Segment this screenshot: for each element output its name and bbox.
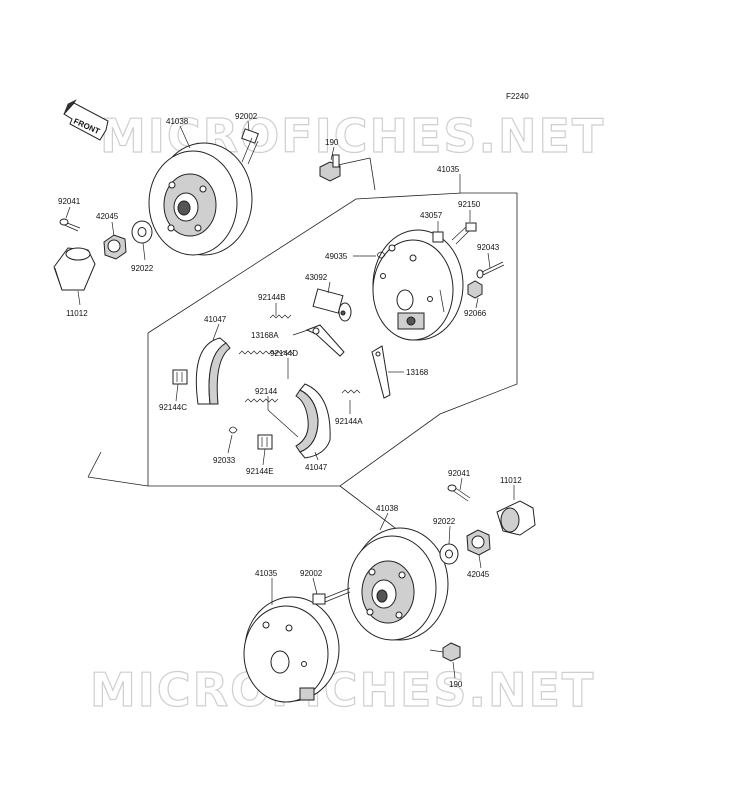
bolt-190-top xyxy=(319,154,341,182)
bolt-92150 xyxy=(451,222,477,245)
label-43057: 43057 xyxy=(420,211,443,220)
cotter-pin-92041-left xyxy=(59,218,81,232)
label-41035-bottom: 41035 xyxy=(255,569,278,578)
label-41038-top: 41038 xyxy=(166,117,189,126)
wheel-cylinder-43092 xyxy=(312,288,352,322)
dust-cap-11012-left xyxy=(53,247,96,291)
label-42045-right: 42045 xyxy=(467,570,490,579)
spring-retainer-92144C xyxy=(172,369,188,385)
clip-92033 xyxy=(228,426,238,434)
nut-92066 xyxy=(467,280,483,299)
label-92022-left: 92022 xyxy=(131,264,154,273)
spring-retainer-92144E xyxy=(257,434,273,450)
brake-shoe-41047-lower xyxy=(295,383,331,459)
label-92144E: 92144E xyxy=(246,467,274,476)
spring-92144B xyxy=(269,314,292,319)
figure-code: F2240 xyxy=(506,92,529,101)
label-190-bottom: 190 xyxy=(449,680,463,689)
leader-lines xyxy=(65,120,515,679)
label-41047-bottom: 41047 xyxy=(305,463,328,472)
label-92043: 92043 xyxy=(477,243,500,252)
spring-92144 xyxy=(244,398,279,403)
label-41035-top: 41035 xyxy=(437,165,460,174)
label-41047-top: 41047 xyxy=(204,315,227,324)
dust-cap-11012-right xyxy=(496,500,536,536)
strut-13168 xyxy=(371,345,391,399)
backing-plate-top xyxy=(372,229,464,341)
label-92066: 92066 xyxy=(464,309,487,318)
label-92144D: 92144D xyxy=(270,349,298,358)
part-labels: 41038 92002 190 41035 92041 42045 92022 … xyxy=(58,112,522,689)
brake-drum-bottom xyxy=(347,527,449,641)
castle-nut-42045-right xyxy=(466,529,491,556)
lever-13168A xyxy=(305,324,345,357)
label-92144C: 92144C xyxy=(159,403,187,412)
brake-drum-top xyxy=(148,142,253,256)
bolt-92002-bottom xyxy=(312,587,351,605)
washer-92022-right xyxy=(439,543,459,565)
sleeve-43057 xyxy=(432,231,444,243)
bolt-92002-top xyxy=(241,128,259,165)
label-190-top: 190 xyxy=(325,138,339,147)
front-arrow-icon: FRONT xyxy=(63,99,109,141)
cotter-pin-92041-right xyxy=(447,484,471,502)
washer-92022-left xyxy=(131,220,153,244)
label-11012-right: 11012 xyxy=(500,476,522,485)
label-13168: 13168 xyxy=(406,368,429,377)
clip-49035 xyxy=(376,251,386,259)
label-92144B: 92144B xyxy=(258,293,286,302)
label-92002-bottom: 92002 xyxy=(300,569,323,578)
label-41038-bottom: 41038 xyxy=(376,504,399,513)
label-92041-left: 92041 xyxy=(58,197,81,206)
label-92144: 92144 xyxy=(255,387,278,396)
brake-shoe-41047-upper xyxy=(195,337,231,405)
label-13168A: 13168A xyxy=(251,331,279,340)
label-49035: 49035 xyxy=(325,252,348,261)
label-92150: 92150 xyxy=(458,200,481,209)
label-43092: 43092 xyxy=(305,273,328,282)
pin-92043 xyxy=(476,261,505,279)
spring-92144D xyxy=(238,350,294,355)
label-92033: 92033 xyxy=(213,456,236,465)
label-92002-top: 92002 xyxy=(235,112,258,121)
backing-plate-bottom xyxy=(243,596,340,703)
watermark-bottom: MICROFICHES.NET xyxy=(90,663,595,717)
label-11012-left: 11012 xyxy=(66,309,88,318)
label-92144A: 92144A xyxy=(335,417,363,426)
label-92022-right: 92022 xyxy=(433,517,456,526)
label-92041-right: 92041 xyxy=(448,469,471,478)
bolt-190-bottom xyxy=(429,642,461,662)
castle-nut-42045-left xyxy=(103,234,127,260)
spring-92144A xyxy=(341,389,361,394)
label-42045-left: 42045 xyxy=(96,212,119,221)
